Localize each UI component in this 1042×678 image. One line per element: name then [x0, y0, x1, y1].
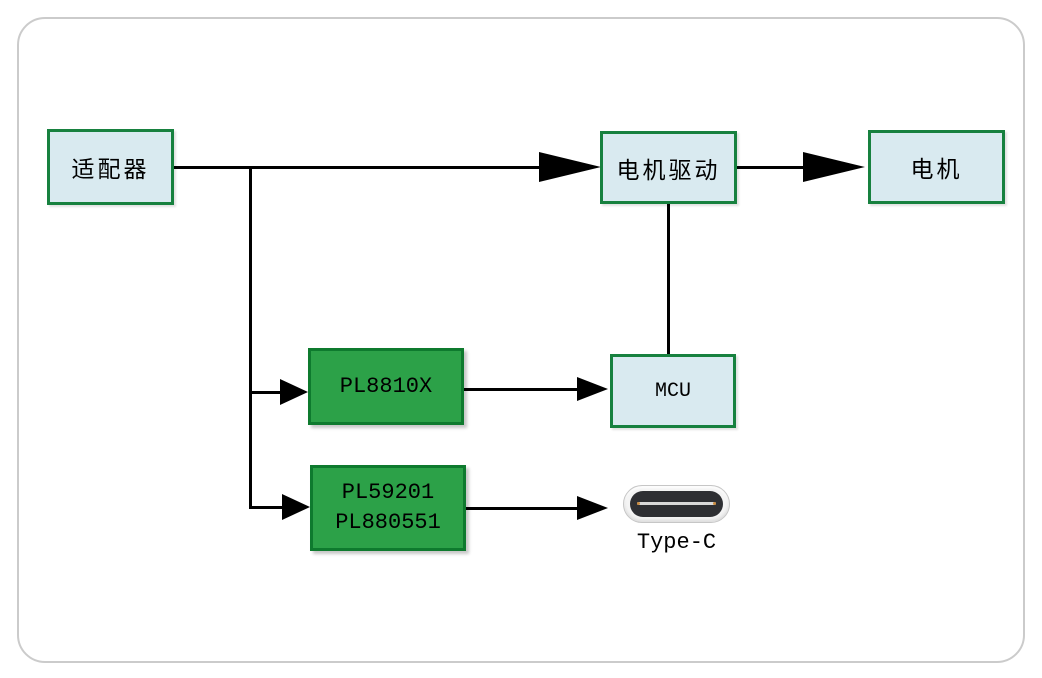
type-c-pin-right — [713, 502, 716, 505]
type-c-label: Type-C — [636, 530, 717, 555]
node-motor-drive: 电机驱动 — [600, 131, 737, 204]
edge-motordrive-to-motor — [737, 166, 803, 169]
node-mcu-label: MCU — [654, 379, 691, 403]
node-usb-chips-line1: PL59201 — [341, 480, 435, 505]
type-c-pin-left — [637, 502, 640, 505]
arrowhead-into-usbchips — [282, 494, 310, 520]
edge-motordrive-to-mcu — [667, 204, 670, 355]
edge-branch-to-pl8810x — [249, 391, 281, 394]
arrowhead-into-mcu — [577, 377, 608, 401]
arrowhead-into-motor — [803, 152, 865, 182]
edge-adapter-to-motordrive — [174, 166, 542, 169]
node-motor-label: 电机 — [910, 157, 963, 183]
node-mcu: MCU — [610, 354, 736, 428]
edge-usbchips-to-typec — [466, 507, 577, 510]
edge-branch-to-usbchips — [249, 506, 283, 509]
node-pl8810x-label: PL8810X — [339, 374, 433, 399]
node-adapter-label: 适配器 — [71, 157, 150, 183]
edge-adapter-branch-vertical — [249, 166, 252, 509]
type-c-connector-body — [630, 491, 723, 517]
arrowhead-into-pl8810x — [280, 379, 308, 405]
type-c-connector-icon — [623, 485, 730, 523]
arrowhead-into-motordrive — [539, 152, 601, 182]
node-motor-drive-label: 电机驱动 — [616, 157, 721, 184]
node-pl8810x: PL8810X — [308, 348, 464, 425]
diagram-frame — [17, 17, 1025, 663]
node-motor: 电机 — [868, 130, 1005, 204]
node-usb-chips-line2: PL880551 — [335, 510, 441, 535]
node-usb-chips: PL59201 PL880551 — [310, 465, 466, 551]
node-adapter: 适配器 — [47, 129, 174, 205]
type-c-connector-tongue — [637, 502, 716, 505]
arrowhead-into-typec — [577, 496, 608, 520]
edge-pl8810x-to-mcu — [464, 388, 577, 391]
